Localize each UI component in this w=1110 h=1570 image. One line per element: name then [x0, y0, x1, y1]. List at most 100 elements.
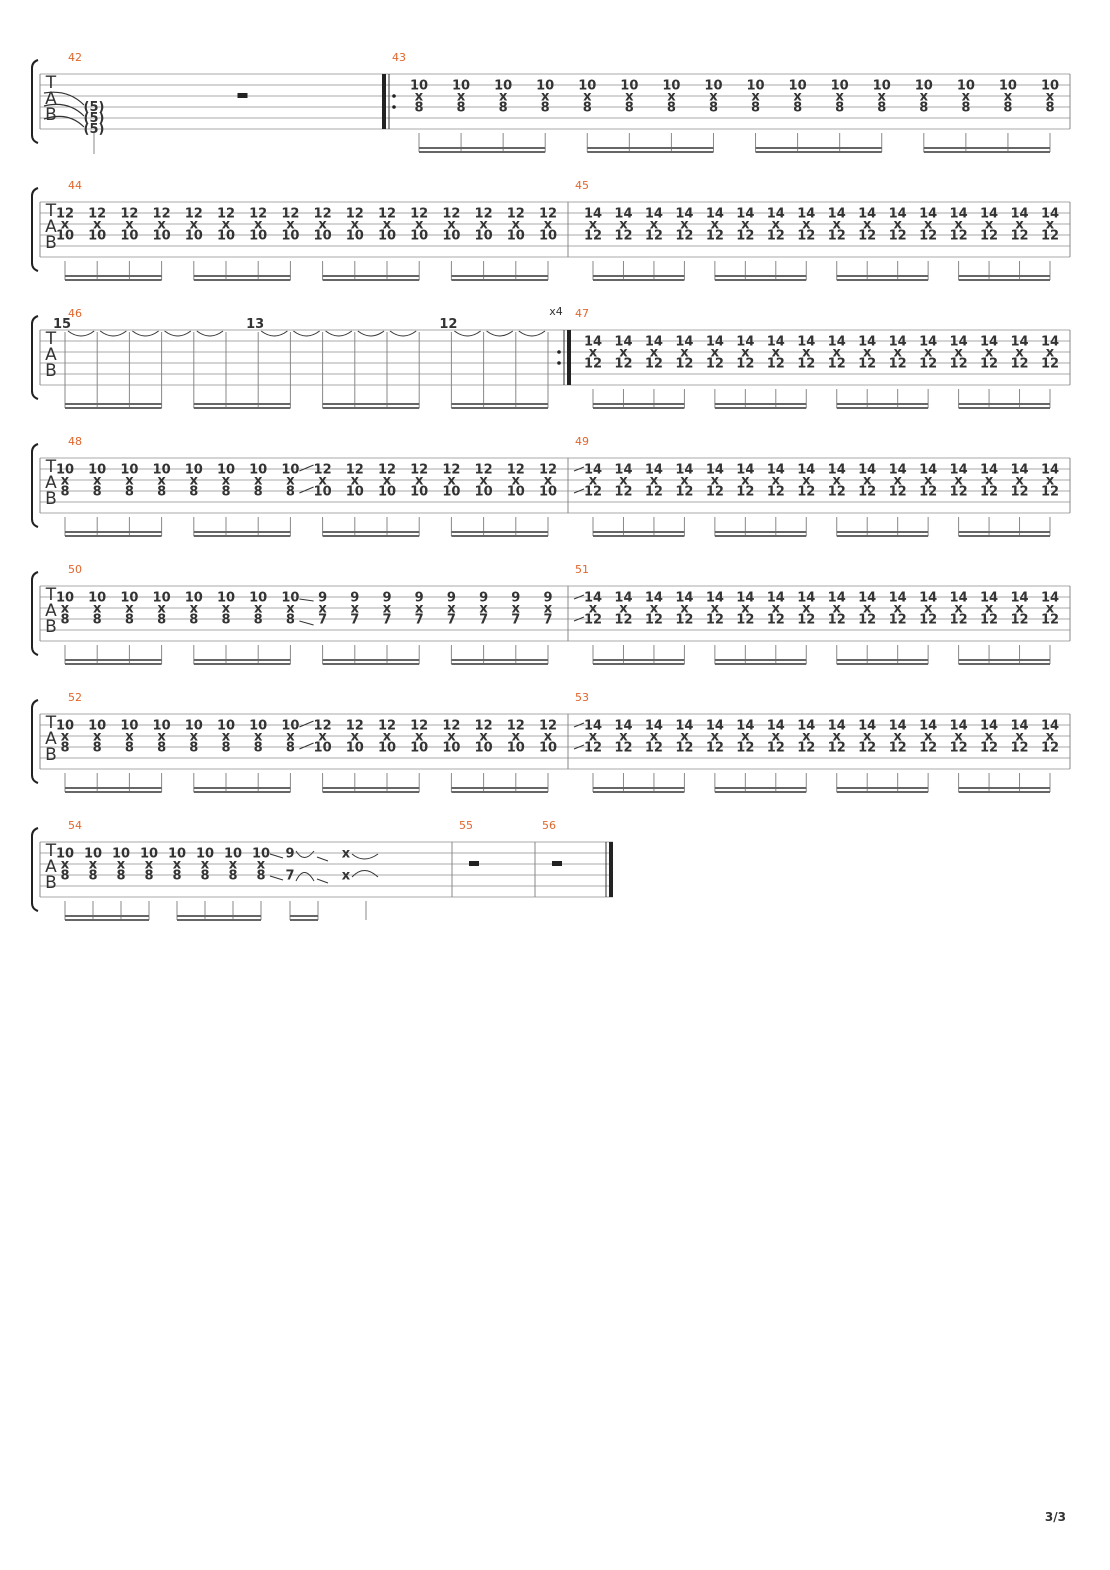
fret-number: 12	[346, 719, 364, 734]
measure-44: 4412x1012x1012x1012x1012x1012x1012x1012x…	[56, 179, 569, 281]
system-bracket	[31, 315, 39, 400]
dead-note: x	[318, 474, 327, 489]
fret-number: 12	[614, 741, 632, 756]
dead-note: x	[863, 474, 872, 489]
dead-note: x	[1046, 346, 1055, 361]
dead-note: x	[383, 474, 392, 489]
fret-number: 12	[584, 485, 602, 500]
tie-arc	[389, 330, 417, 337]
fret-number: 10	[185, 591, 203, 606]
beam	[958, 403, 1050, 405]
fret-number: 12	[950, 357, 968, 372]
dead-note: x	[985, 730, 994, 745]
fret-number: 8	[189, 741, 198, 756]
fret-number: 12	[645, 741, 663, 756]
dead-note: x	[254, 218, 263, 233]
dead-note: x	[1015, 346, 1024, 361]
beam	[65, 531, 162, 533]
dead-note: x	[125, 730, 134, 745]
clef-a: A	[45, 857, 57, 877]
dead-note: x	[544, 474, 553, 489]
fret-number: 14	[1010, 463, 1028, 478]
fret-number: 10	[56, 229, 74, 244]
fret-number: 12	[1010, 741, 1028, 756]
fret-number: 14	[675, 335, 693, 350]
beam	[322, 407, 420, 409]
fret-number: 12	[1010, 485, 1028, 500]
fret-number: 10	[346, 229, 364, 244]
dead-note: x	[157, 474, 166, 489]
dead-note: x	[962, 90, 971, 105]
fret-number: 12	[645, 613, 663, 628]
dead-note: x	[61, 730, 70, 745]
fret-number: 14	[797, 335, 815, 350]
dead-note: x	[863, 730, 872, 745]
fret-number: 10	[168, 847, 186, 862]
dead-note: x	[286, 474, 295, 489]
fret-number: 12	[281, 207, 299, 222]
dead-note: x	[985, 346, 994, 361]
fret-number: 12	[584, 357, 602, 372]
fret-number: 8	[751, 101, 760, 116]
tie-arc	[295, 850, 315, 858]
beam	[322, 787, 420, 789]
measure-56: 56	[542, 819, 613, 897]
beam	[836, 407, 929, 409]
fret-number: 12	[950, 229, 968, 244]
measure-number: 55	[459, 819, 473, 832]
fret-number: 14	[1041, 591, 1059, 606]
dead-note: x	[383, 730, 392, 745]
fret-number: 12	[539, 207, 557, 222]
measure-number: 56	[542, 819, 556, 832]
fret-number: 8	[228, 869, 237, 884]
dead-note: x	[893, 602, 902, 617]
dead-note: x	[479, 730, 488, 745]
beam	[65, 919, 149, 921]
system-bracket	[31, 571, 39, 656]
fret-number: 8	[125, 613, 134, 628]
beam	[836, 275, 929, 277]
fret-number: 10	[249, 463, 267, 478]
fret-number: 7	[285, 869, 294, 884]
fret-number: 8	[125, 485, 134, 500]
dead-note: x	[257, 858, 266, 873]
fret-number: 12	[410, 463, 428, 478]
beam	[593, 403, 685, 405]
dead-note: x	[924, 218, 933, 233]
slide-line	[316, 856, 329, 862]
beam	[958, 531, 1050, 533]
fret-number: 12	[767, 485, 785, 500]
fret-number: 14	[858, 207, 876, 222]
fret-number: 10	[475, 485, 493, 500]
beam	[958, 659, 1050, 661]
measure-number: 50	[68, 563, 82, 576]
measure-50: 5010x810x810x810x810x810x810x810x89x79x7…	[56, 563, 569, 665]
fret-number: 12	[797, 613, 815, 628]
fret-number: 14	[767, 463, 785, 478]
fret-number: 10	[704, 79, 722, 94]
dead-note: x	[479, 218, 488, 233]
dead-note: x	[351, 602, 360, 617]
dead-note: x	[89, 858, 98, 873]
fret-number: 14	[828, 463, 846, 478]
fret-number: 12	[828, 613, 846, 628]
fret-number: 12	[950, 613, 968, 628]
fret-number: 12	[314, 463, 332, 478]
fret-number: 10	[249, 719, 267, 734]
fret-number: 14	[889, 591, 907, 606]
fret-number: 12	[88, 207, 106, 222]
fret-number: 14	[797, 207, 815, 222]
dead-note: x	[61, 858, 70, 873]
fret-number: 12	[797, 229, 815, 244]
fret-number: 8	[541, 101, 550, 116]
fret-number: 14	[1010, 591, 1028, 606]
fret-number: 12	[858, 741, 876, 756]
dead-note: x	[924, 474, 933, 489]
fret-number: 8	[93, 485, 102, 500]
beam	[322, 279, 420, 281]
dead-note: x	[457, 90, 466, 105]
dead-note: x	[619, 346, 628, 361]
fret-number: 7	[447, 613, 456, 628]
beam	[714, 403, 807, 405]
fret-number: 12	[153, 207, 171, 222]
